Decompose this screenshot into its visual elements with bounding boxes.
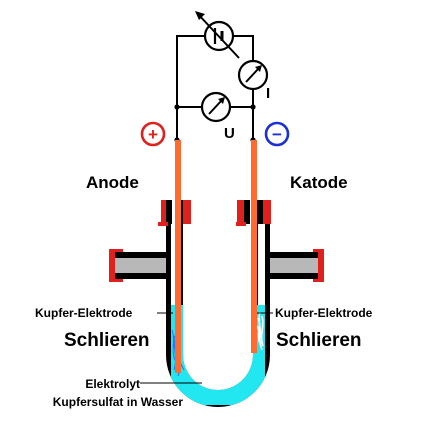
voltmeter (200, 91, 232, 123)
plus-icon: + (140, 121, 166, 147)
electrode-right-label: Kupfer-Elektrode (275, 306, 373, 320)
schlieren-cathode (256, 311, 264, 351)
cathode-electrode (251, 140, 257, 353)
power-supply (195, 11, 240, 59)
leader-lines (140, 312, 273, 384)
stopper-right (236, 200, 271, 226)
schlieren-right-label: Schlieren (276, 330, 362, 351)
anode-electrode (175, 140, 181, 373)
voltage-label: U (224, 125, 235, 142)
cathode-label: Katode (290, 173, 348, 192)
plus-symbol: + (148, 125, 158, 144)
electrode-left-label: Kupfer-Elektrode (35, 306, 133, 320)
circuit-wires (176, 35, 254, 140)
minus-icon: − (264, 121, 290, 147)
ammeter (237, 59, 269, 91)
side-arm-right (268, 249, 324, 282)
current-label: I (266, 85, 270, 102)
schlieren-left-label: Schlieren (64, 330, 150, 351)
side-arm-left (109, 249, 168, 282)
anode-label: Anode (86, 173, 139, 192)
electrolyte-description: Kupfersulfat in Wasser (53, 395, 184, 409)
electrolyte-label: Elektrolyt (85, 377, 140, 391)
minus-symbol: − (272, 125, 282, 144)
electrolyte-liquid (171, 305, 265, 405)
